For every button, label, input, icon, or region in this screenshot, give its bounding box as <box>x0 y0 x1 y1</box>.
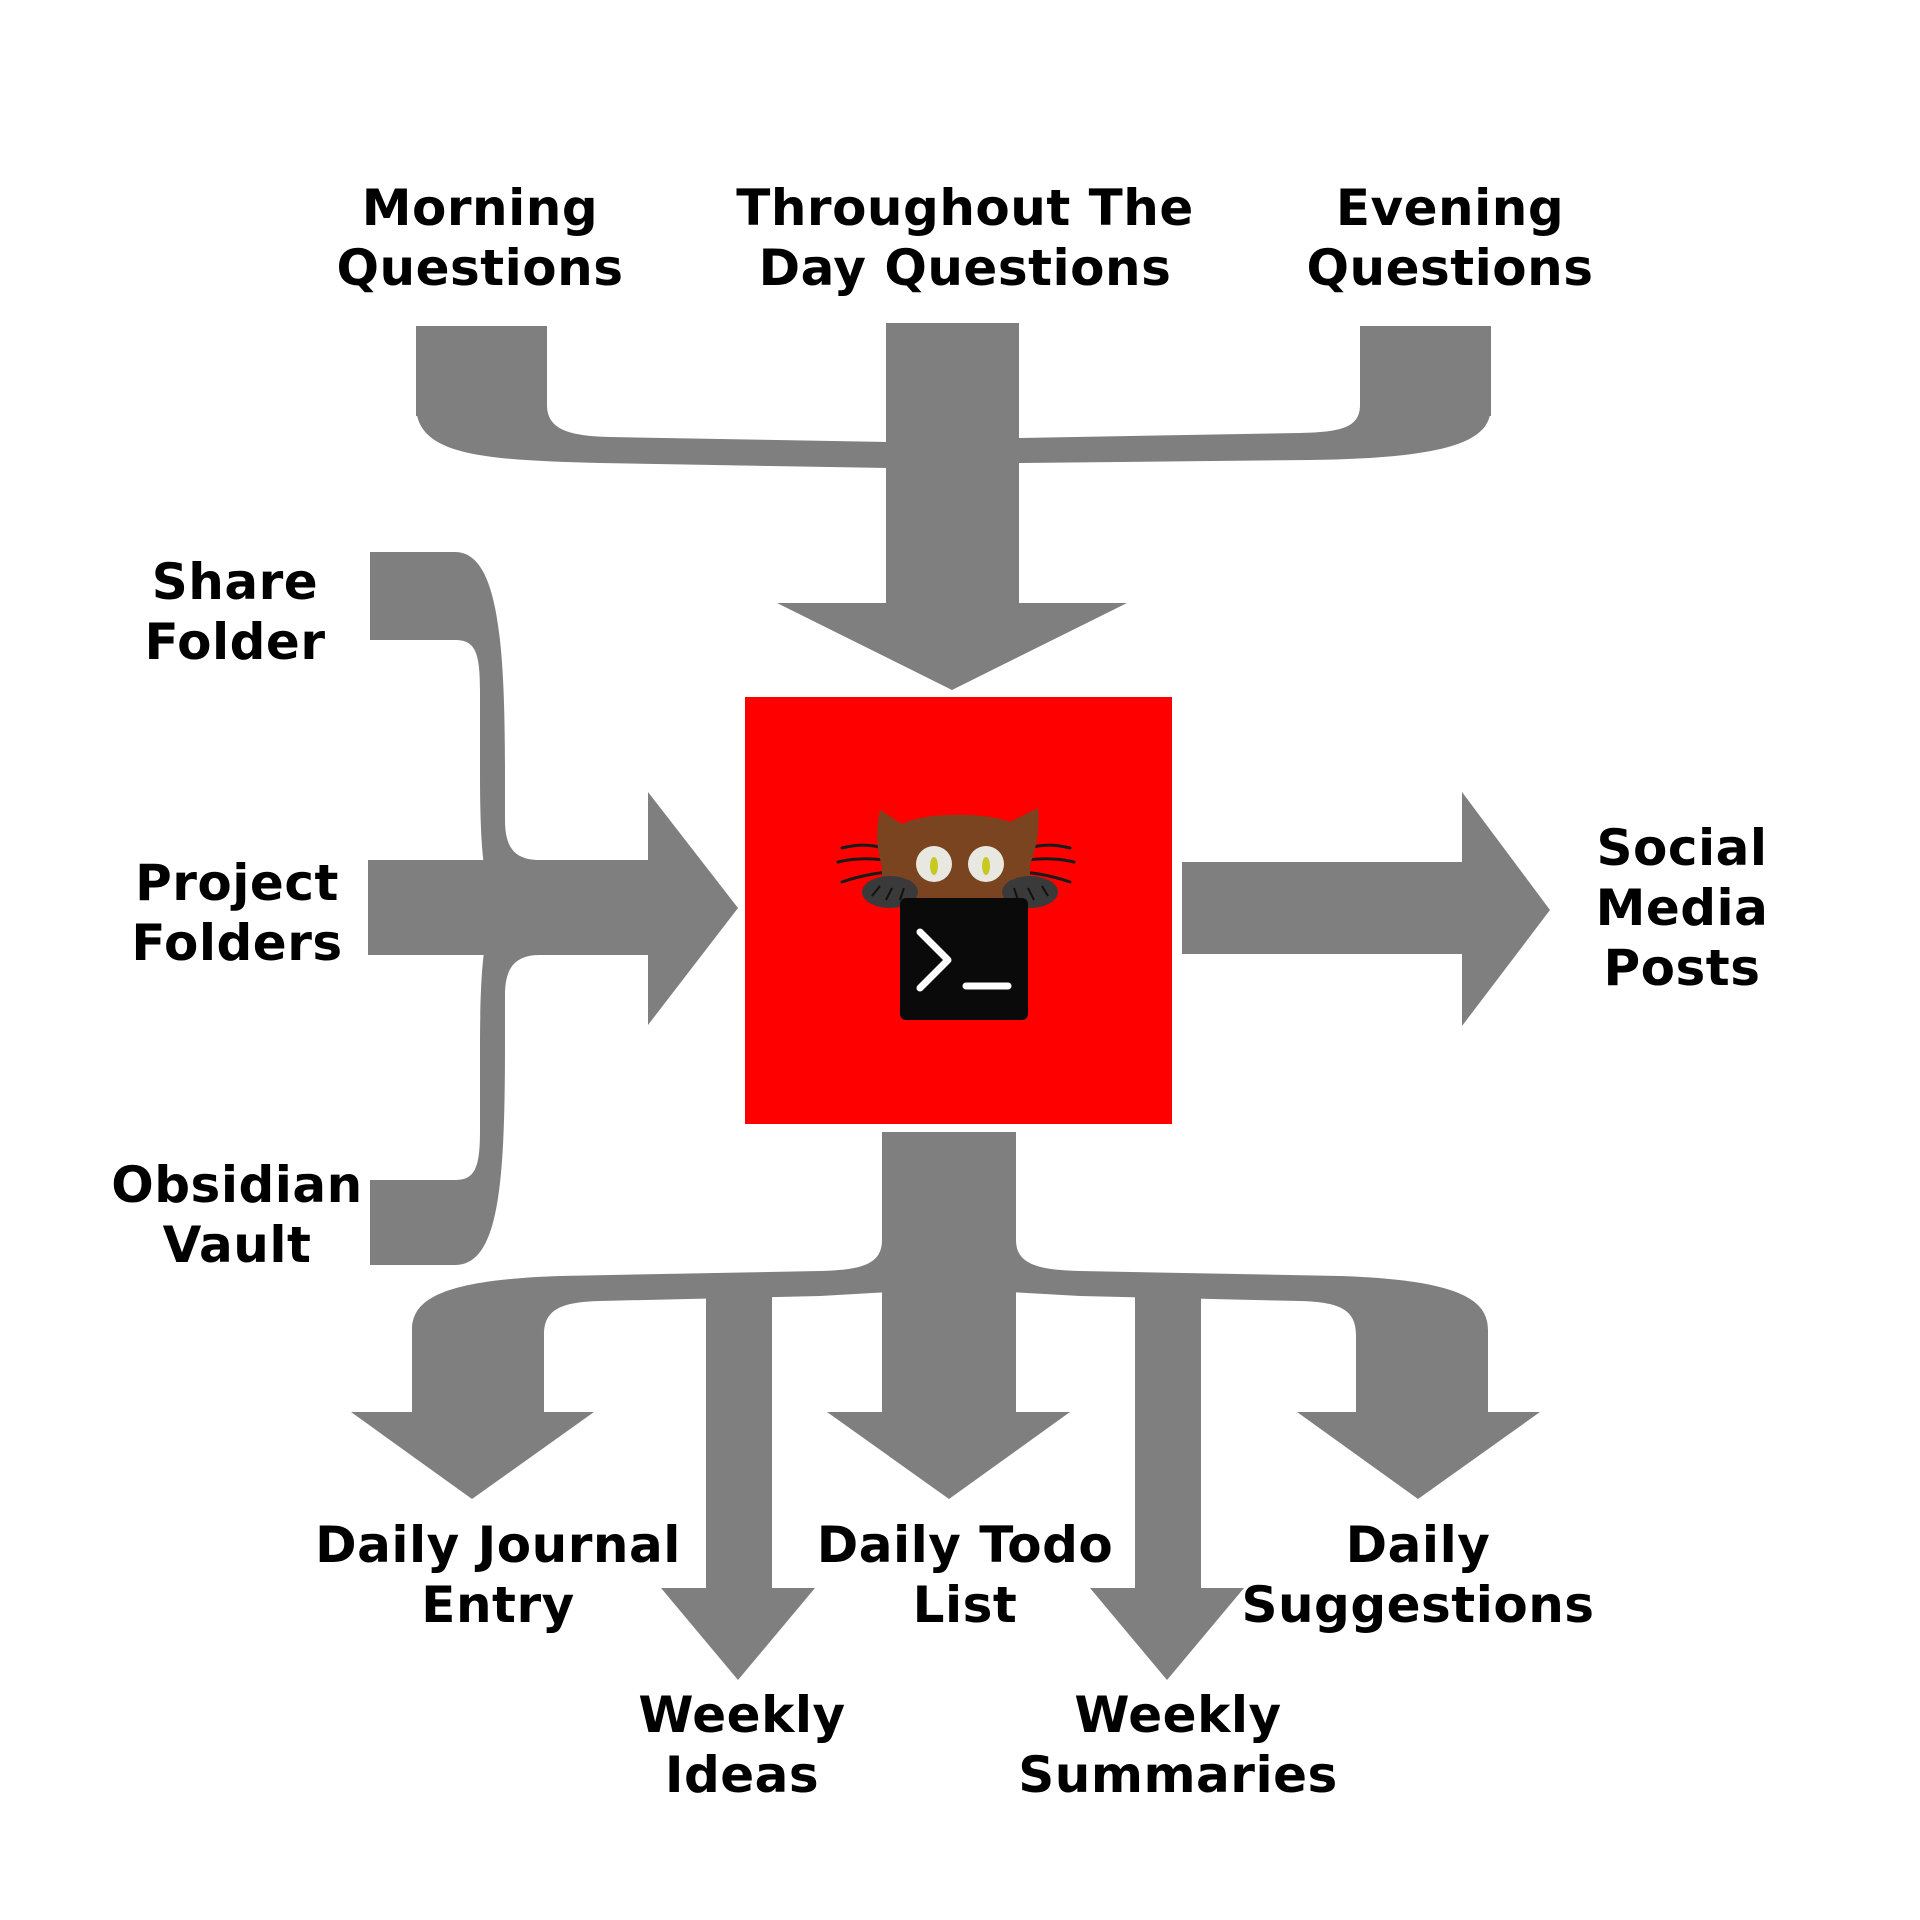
suggestions-arrow-head <box>1297 1412 1540 1499</box>
evening-stem <box>1360 326 1491 416</box>
left-inputs-merge-arrow <box>368 552 738 1265</box>
bottom-bracket-curve <box>412 1240 1488 1415</box>
center-stem <box>886 323 1019 603</box>
journal-arrow-head <box>351 1412 594 1499</box>
weekly-ideas-stem <box>706 1296 772 1591</box>
project-folders-stem <box>368 860 658 955</box>
weekly-ideas-arrow-head <box>661 1588 815 1680</box>
cat-peeking-over-terminal-icon <box>836 808 1076 1020</box>
top-bracket-curve <box>416 405 1491 468</box>
morning-stem <box>416 326 547 416</box>
right-output-arrow <box>1182 792 1550 1026</box>
bottom-outputs-split-arrow <box>351 1132 1540 1680</box>
todo-arrow-head <box>827 1412 1070 1499</box>
weekly-summaries-arrow-head <box>1090 1588 1244 1680</box>
terminal-window <box>900 898 1028 1020</box>
right-arrow-head <box>1462 792 1550 1026</box>
terminal-prompt-icon <box>916 928 1012 992</box>
todo-stem <box>882 1280 1016 1415</box>
top-inputs-merge-arrow <box>416 323 1491 690</box>
top-down-arrow-head <box>777 603 1127 690</box>
right-arrow-shaft <box>1182 862 1472 954</box>
weekly-summaries-stem <box>1135 1296 1201 1591</box>
left-right-arrow-head <box>648 792 738 1025</box>
